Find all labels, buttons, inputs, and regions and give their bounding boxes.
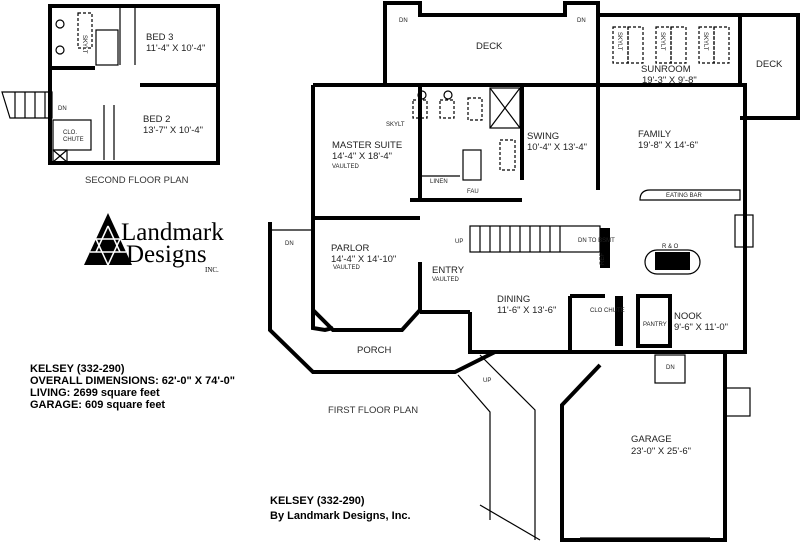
bed2-name: BED 2 <box>143 114 170 125</box>
porch-label: PORCH <box>357 345 391 356</box>
clo-chute-label: CLO CHUTE <box>590 308 625 314</box>
swing-name: SWING <box>527 131 559 142</box>
master-suite-note: VAULTED <box>332 164 359 170</box>
sunroom-skylight: SKYLT <box>616 32 622 51</box>
bed2-size: 13'-7" X 10'-4" <box>143 125 203 136</box>
bed3-size: 11'-4" X 10'-4" <box>146 43 205 54</box>
sunroom-skylight: SKYLT <box>659 32 665 51</box>
credit-by: By Landmark Designs, Inc. <box>270 510 411 522</box>
logo-landmark: Landmark <box>121 219 224 246</box>
overall-dimensions: OVERALL DIMENSIONS: 62'-0" X 74'-0" <box>30 375 235 387</box>
entry-note: VAULTED <box>432 277 459 283</box>
clo-label: CLO. <box>63 130 77 136</box>
pantry-label: PANTRY <box>643 322 667 328</box>
deck-stair-down-right: DN <box>577 18 586 24</box>
garage-name: GARAGE <box>631 434 672 445</box>
second-floor-plan: SKYLT BED 3 11'-4" X 10'-4" BED 2 13'-7"… <box>1 4 220 186</box>
sunroom-name: SUNROOM <box>641 64 691 75</box>
parlor-note: VAULTED <box>333 265 360 271</box>
plan-title: KELSEY (332-290) <box>30 363 125 375</box>
second-floor-caption: SECOND FLOOR PLAN <box>85 175 189 186</box>
sunroom-size: 19'-3" X 9'-8" <box>642 75 697 86</box>
plan-info: KELSEY (332-290) OVERALL DIMENSIONS: 62'… <box>30 363 235 411</box>
living-area: LIVING: 2699 square feet <box>30 387 160 399</box>
stair-down-label: DN <box>58 106 67 112</box>
logo-inc: INC. <box>205 266 219 274</box>
first-floor-plan: DN DN DECK DECK SKYLT SKYLT SKYLT SUNROO… <box>268 1 800 542</box>
range-oven-label: R & O <box>662 244 679 250</box>
logo-designs: Designs <box>126 241 207 268</box>
sunroom-skylight: SKYLT <box>702 32 708 51</box>
bed3-name: BED 3 <box>146 32 173 43</box>
master-bath-skylight: SKYLT <box>386 122 405 128</box>
nook-size: 9'-6" X 11'-0" <box>674 322 728 333</box>
skylight-label: SKYLT <box>81 35 87 54</box>
nook-name: NOOK <box>674 311 703 322</box>
landmark-logo: Landmark Designs INC. <box>84 213 224 274</box>
deck-stair-down-left: DN <box>399 18 408 24</box>
stair-up-label: UP <box>455 239 463 245</box>
fau-label: FAU <box>467 189 479 195</box>
family-name: FAMILY <box>638 129 672 140</box>
family-size: 19'-8" X 14'-6" <box>638 140 698 151</box>
eating-bar-label: EATING BAR <box>666 193 703 199</box>
entry-name: ENTRY <box>432 265 465 276</box>
deck-right-label: DECK <box>756 59 783 70</box>
parlor-size: 14'-4" X 14'-10" <box>331 254 396 265</box>
deck-left-label: DECK <box>476 41 503 52</box>
credit-title: KELSEY (332-290) <box>270 495 365 507</box>
garage-area: GARAGE: 609 square feet <box>30 399 165 411</box>
down-to-basement-label: DN TO BSMT <box>578 238 615 244</box>
garage-size: 23'-0" X 25'-6" <box>631 446 691 457</box>
master-suite-name: MASTER SUITE <box>332 140 402 151</box>
garage-stair-down: DN <box>666 365 675 371</box>
parlor-name: PARLOR <box>331 243 370 254</box>
chute-label: CHUTE <box>63 137 84 143</box>
master-suite-size: 14'-4" X 18'-4" <box>332 151 392 162</box>
walk-up-label: UP <box>483 378 491 384</box>
linen-label: LINEN <box>430 179 448 185</box>
dining-size: 11'-6" X 13'-6" <box>497 305 556 316</box>
dining-name: DINING <box>497 294 530 305</box>
porch-stair-down: DN <box>285 241 294 247</box>
ref-label: REF <box>600 253 606 265</box>
first-floor-caption: FIRST FLOOR PLAN <box>328 405 418 416</box>
swing-size: 10'-4" X 13'-4" <box>527 142 587 153</box>
